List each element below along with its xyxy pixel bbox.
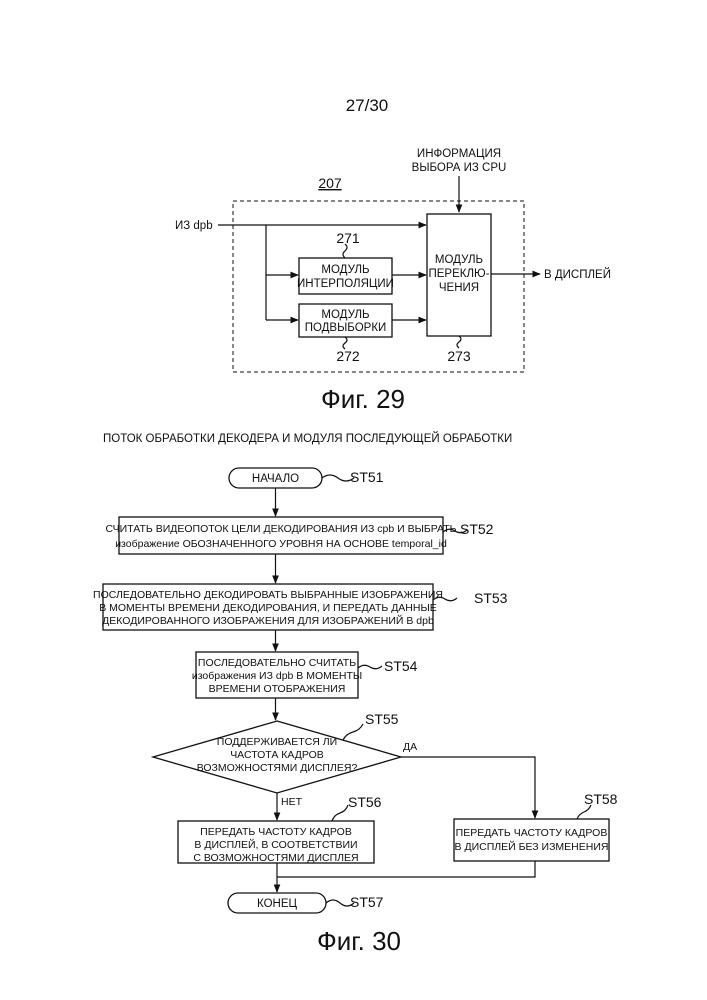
end-label: КОНЕЦ xyxy=(257,898,297,910)
st52-text-2: изображение ОБОЗНАЧЕННОГО УРОВНЯ НА ОСНО… xyxy=(115,538,447,550)
ref-st56: ST56 xyxy=(348,794,382,810)
st56-leader xyxy=(332,805,348,821)
input-label: ИЗ dpb xyxy=(175,220,213,232)
yes-branch-line xyxy=(401,757,535,818)
ref-272: 272 xyxy=(336,348,360,364)
page-number: 27/30 xyxy=(346,96,389,115)
fig30-flowchart: ПОТОК ОБРАБОТКИ ДЕКОДЕРА И МОДУЛЯ ПОСЛЕД… xyxy=(93,432,618,956)
start-label: НАЧАЛО xyxy=(252,473,299,485)
ref-271-leader xyxy=(343,244,347,258)
st53-text-2: В МОМЕНТЫ ВРЕМЕНИ ДЕКОДИРОВАНИЯ, И ПЕРЕД… xyxy=(99,602,437,614)
ref-st58: ST58 xyxy=(584,791,618,807)
st55-leader xyxy=(343,724,363,740)
ref-273-leader xyxy=(457,336,461,348)
ref-273: 273 xyxy=(447,348,471,364)
st58-leader xyxy=(577,805,591,819)
ref-st52: ST52 xyxy=(460,521,494,537)
switching-module-label-3: ЧЕНИЯ xyxy=(439,282,479,294)
st58-text-2: В ДИСПЛЕЙ БЕЗ ИЗМЕНЕНИЯ xyxy=(455,840,609,853)
flowchart-title: ПОТОК ОБРАБОТКИ ДЕКОДЕРА И МОДУЛЯ ПОСЛЕД… xyxy=(103,432,512,445)
yes-label: ДА xyxy=(403,741,417,753)
st58-box xyxy=(454,819,609,861)
subsampling-module-label-1: МОДУЛЬ xyxy=(321,309,369,321)
ref-st54: ST54 xyxy=(384,658,418,674)
no-label: НЕТ xyxy=(281,796,303,808)
st54-text-3: ВРЕМЕНИ ОТОБРАЖЕНИЯ xyxy=(209,683,346,695)
st54-leader xyxy=(358,665,382,669)
cpu-info-label-2: ВЫБОРА ИЗ CPU xyxy=(412,162,507,174)
st58-text-1: ПЕРЕДАТЬ ЧАСТОТУ КАДРОВ xyxy=(456,827,608,839)
ref-271: 271 xyxy=(336,230,360,246)
fig29-caption: Фиг. 29 xyxy=(321,384,405,414)
switching-module-label-1: МОДУЛЬ xyxy=(435,254,483,266)
ref-st57: ST57 xyxy=(350,894,384,910)
interpolation-module-label-1: МОДУЛЬ xyxy=(321,264,369,276)
subsampling-module-label-2: ПОДВЫБОРКИ xyxy=(305,322,387,334)
st55-text-2: ЧАСТОТА КАДРОВ xyxy=(230,749,324,761)
interpolation-module-label-2: ИНТЕРПОЛЯЦИИ xyxy=(297,278,394,290)
fig29-diagram: 207 ИНФОРМАЦИЯ ВЫБОРА ИЗ CPU ИЗ dpb МОДУ… xyxy=(175,148,611,414)
switching-module-label-2: ПЕРЕКЛЮ- xyxy=(429,268,490,280)
st56-text-2: В ДИСПЛЕЙ, В СООТВЕТСТВИИ xyxy=(194,838,357,851)
ref-st51: ST51 xyxy=(350,469,384,485)
st54-text-1: ПОСЛЕДОВАТЕЛЬНО СЧИТАТЬ xyxy=(198,657,356,669)
ref-st55: ST55 xyxy=(365,711,399,727)
output-label: В ДИСПЛЕЙ xyxy=(544,268,611,281)
st55-text-1: ПОДДЕРЖИВАЕТСЯ ЛИ xyxy=(217,736,337,748)
st56-text-3: С ВОЗМОЖНОСТЯМИ ДИСПЛЕЯ xyxy=(193,852,358,864)
st53-text-1: ПОСЛЕДОВАТЕЛЬНО ДЕКОДИРОВАТЬ ВЫБРАННЫЕ И… xyxy=(93,589,443,601)
st53-text-3: ДЕКОДИРОВАННОГО ИЗОБРАЖЕНИЯ ДЛЯ ИЗОБРАЖЕ… xyxy=(102,614,434,627)
st52-text-1: СЧИТАТЬ ВИДЕОПОТОК ЦЕЛИ ДЕКОДИРОВАНИЯ ИЗ… xyxy=(105,523,456,535)
block-207-label: 207 xyxy=(318,175,342,191)
fig30-caption: Фиг. 30 xyxy=(317,926,401,956)
ref-st53: ST53 xyxy=(474,590,508,606)
cpu-info-label-1: ИНФОРМАЦИЯ xyxy=(417,148,501,160)
st55-text-3: ВОЗМОЖНОСТЯМИ ДИСПЛЕЯ? xyxy=(197,762,358,774)
st56-text-1: ПЕРЕДАТЬ ЧАСТОТУ КАДРОВ xyxy=(200,826,352,838)
st54-text-2: изображения ИЗ dpb В МОМЕНТЫ xyxy=(192,670,362,682)
